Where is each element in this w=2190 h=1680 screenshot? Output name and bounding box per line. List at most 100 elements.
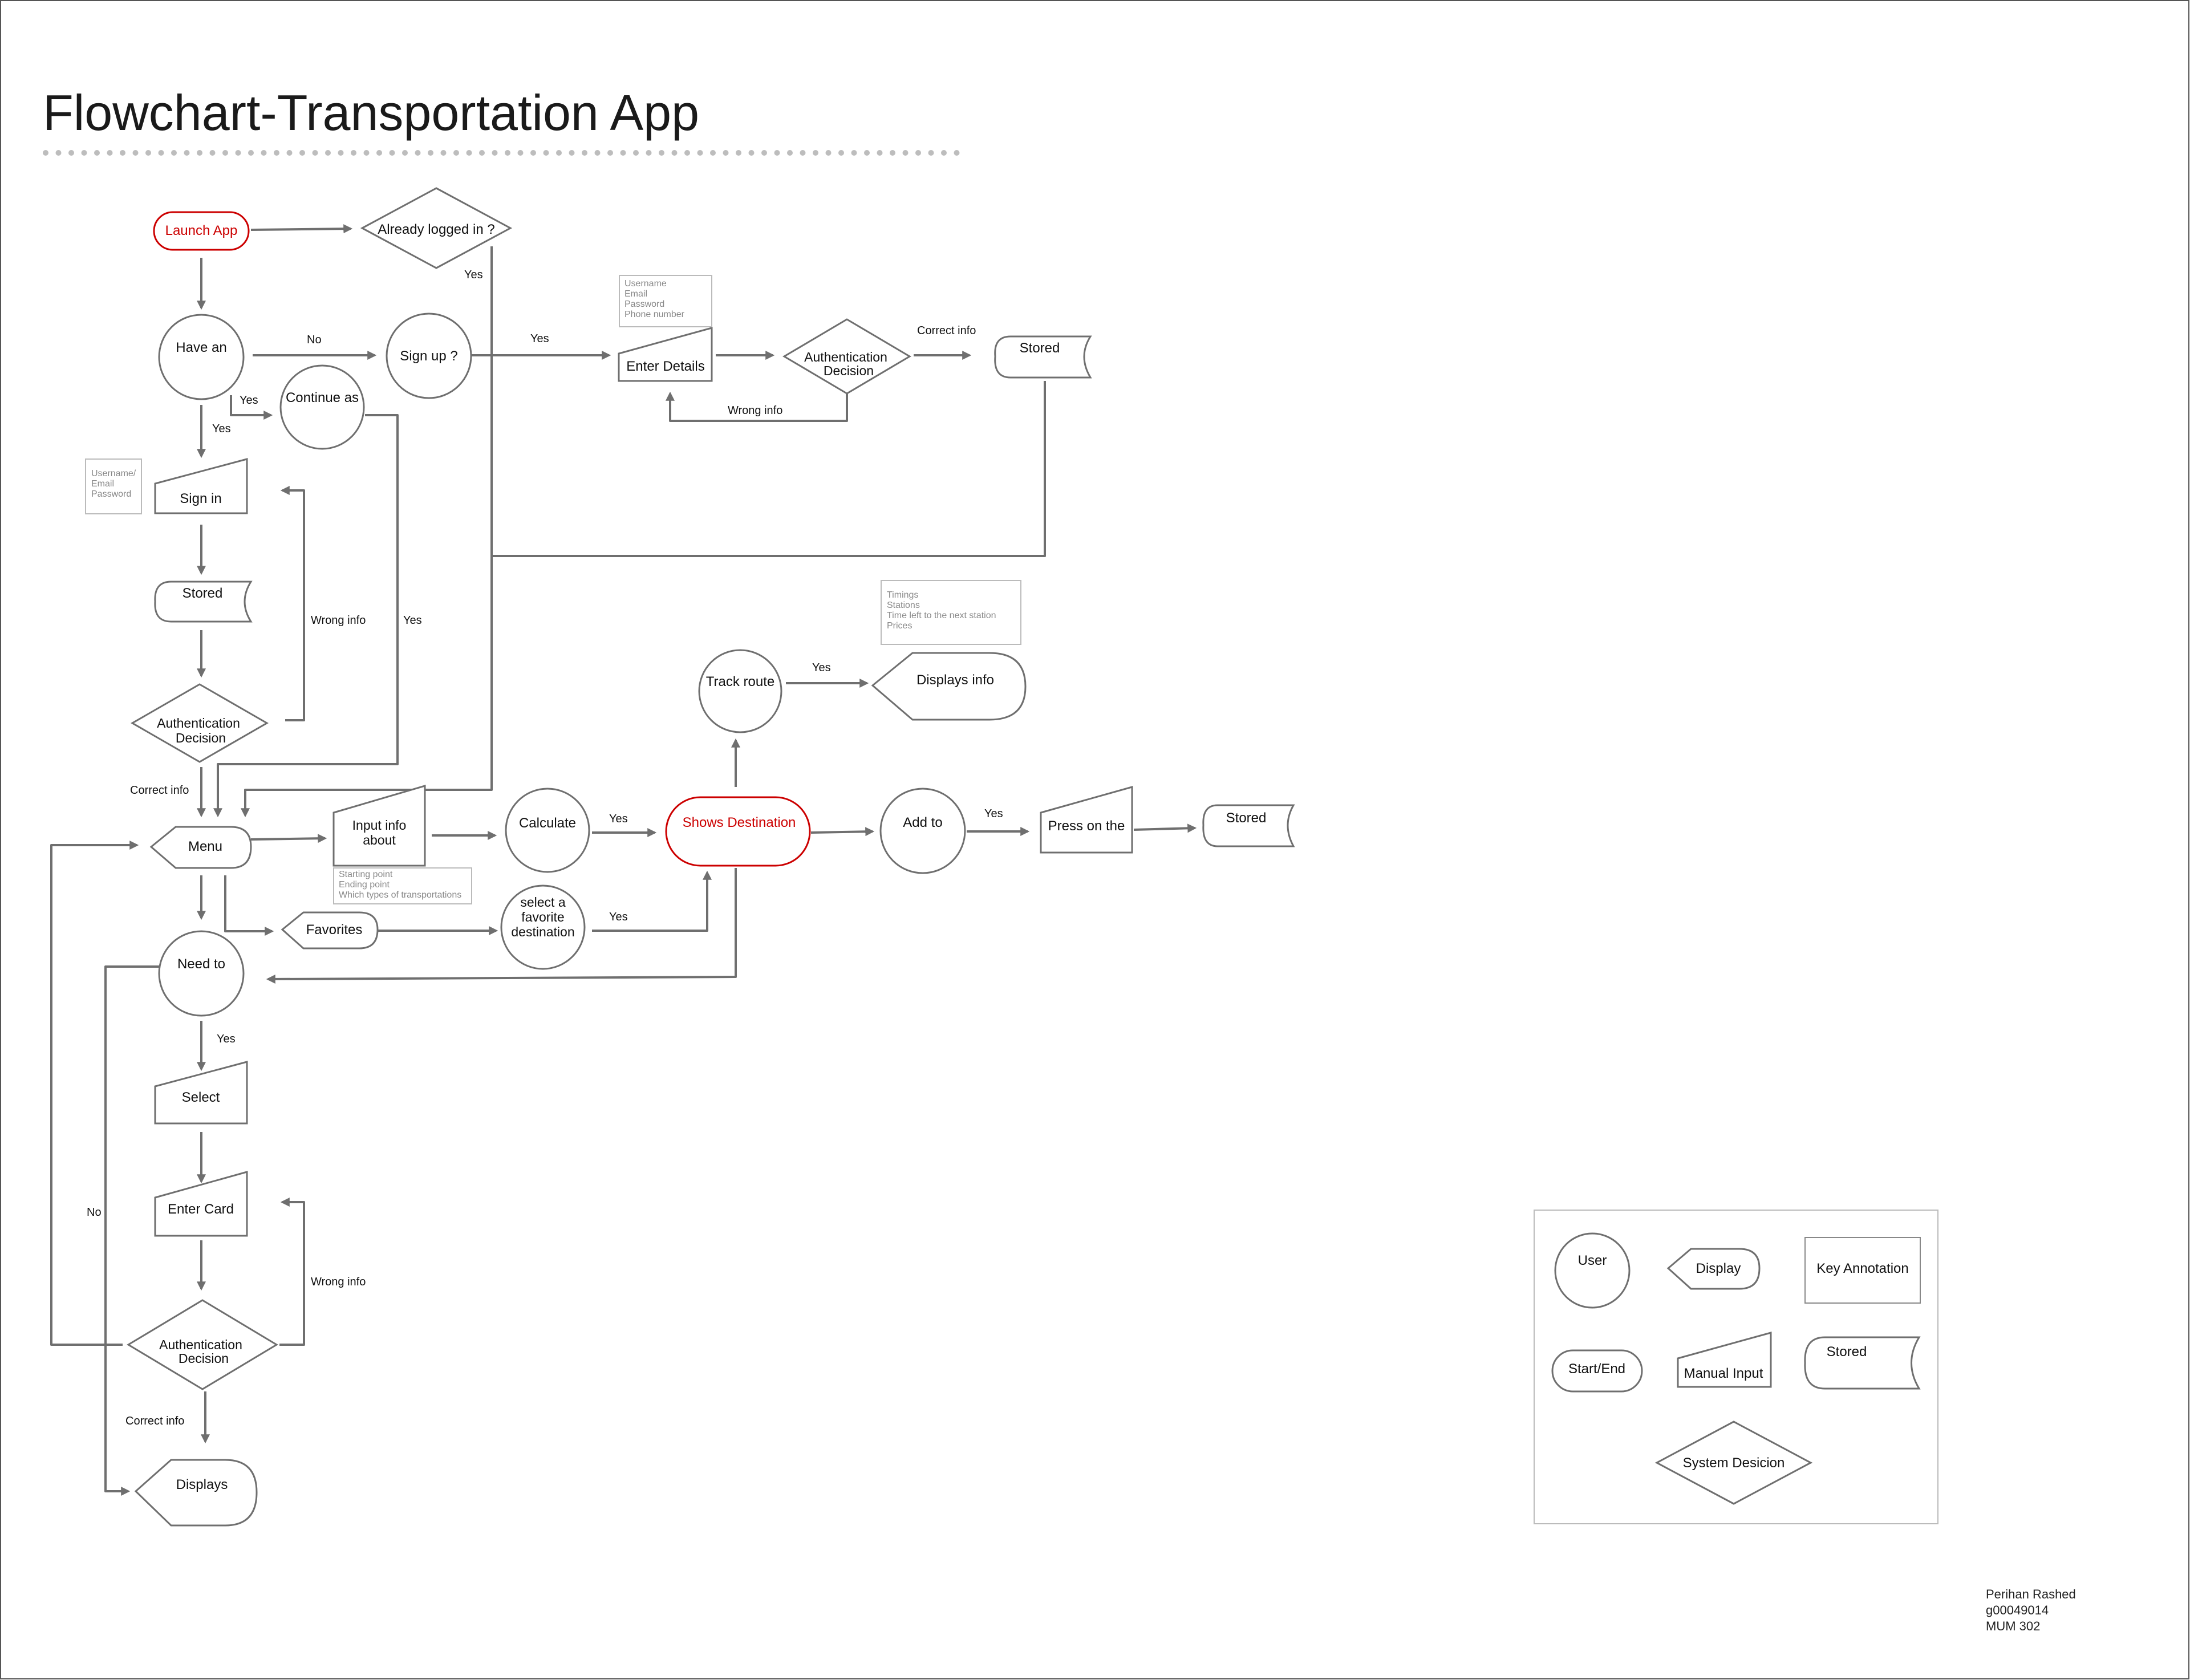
annotation-line: Starting point (339, 870, 393, 879)
node-enter-card[interactable]: Enter Card (154, 1171, 248, 1237)
node-displays-info[interactable]: Displays info (871, 652, 1027, 721)
node-continue-as[interactable]: Continue as (279, 364, 365, 450)
divider-dot (646, 150, 652, 156)
divider-dot (145, 150, 151, 156)
annotation-line: Prices (887, 621, 912, 631)
divider-dot (222, 150, 228, 156)
divider-dot (197, 150, 202, 156)
divider-dot (915, 150, 921, 156)
divider-dot (633, 150, 639, 156)
node-stored-3[interactable]: Stored (1202, 804, 1295, 847)
divider-dot (543, 150, 549, 156)
divider-dot (428, 150, 433, 156)
divider-dot (402, 150, 408, 156)
legend-start-end: Start/End (1551, 1349, 1643, 1393)
node-displays[interactable]: Displays (134, 1459, 258, 1527)
node-label: Authentication (159, 1337, 242, 1352)
annotation-line: Email (91, 479, 114, 489)
node-sign-up[interactable]: Sign up ? (386, 313, 472, 399)
divider-dot (851, 150, 857, 156)
edge-label: No (307, 334, 322, 346)
node-shows-destination[interactable]: Shows Destination (665, 796, 811, 867)
node-favorites[interactable]: Favorites (281, 911, 379, 949)
legend-label: System Desicion (1683, 1455, 1785, 1471)
node-calculate[interactable]: Calculate (505, 788, 590, 873)
edge-label: Wrong info (311, 614, 366, 627)
divider-dot (171, 150, 177, 156)
node-auth-2[interactable]: Authentication Decision (782, 318, 911, 395)
annotation-line: Email (624, 289, 647, 299)
legend: User Display Key Annotation Start/End Ma… (1534, 1210, 1938, 1524)
divider-dot (81, 150, 87, 156)
node-need-to[interactable]: Need to (158, 930, 245, 1017)
legend-key-annotation: Key Annotation (1804, 1237, 1921, 1304)
divider-dot (351, 150, 356, 156)
node-already-logged-in[interactable]: Already logged in ? (360, 187, 513, 269)
legend-label: Display (1696, 1261, 1741, 1276)
annotation-line: Username (624, 279, 667, 289)
node-label: destination (511, 924, 574, 939)
node-label: Press on the (1048, 818, 1125, 834)
author-id: g00049014 (1986, 1603, 2049, 1617)
author-block: Perihan Rashed g00049014 MUM 302 (1986, 1587, 2076, 1633)
edge-have-continue (230, 395, 273, 420)
node-input-info[interactable]: Input info about (332, 784, 426, 867)
node-label: Continue as (286, 390, 359, 405)
annotation-line: Password (624, 299, 664, 309)
node-menu[interactable]: Menu (149, 826, 252, 869)
edge-label: Yes (403, 614, 422, 627)
edge-label: Yes (812, 662, 831, 674)
edge-continue-menu (213, 414, 399, 818)
node-select[interactable]: Select (154, 1061, 248, 1125)
node-press-on-the[interactable]: Press on the (1040, 786, 1133, 854)
legend-system-decision: System Desicion (1654, 1421, 1813, 1505)
annotation-line: Phone number (624, 310, 685, 319)
node-sign-in[interactable]: Sign in (154, 458, 248, 514)
node-label: Authentication (804, 350, 887, 364)
node-track-route[interactable]: Track route (698, 649, 782, 733)
divider-dot (748, 150, 755, 156)
node-label: Calculate (519, 815, 576, 831)
node-label: Enter Card (168, 1202, 234, 1217)
node-add-to[interactable]: Add to (879, 788, 966, 874)
divider-dot (94, 150, 100, 156)
divider-dot (774, 150, 780, 156)
node-auth-3[interactable]: Authentication Decision (127, 1299, 278, 1390)
legend-stored: Stored (1804, 1336, 1921, 1390)
node-label: Shows Destination (683, 815, 796, 830)
annotation-signup-fields: Username Email Password Phone number (619, 275, 712, 327)
divider-dot (671, 150, 678, 156)
node-auth-1[interactable]: Authentication Decision (130, 683, 269, 763)
node-have-an[interactable]: Have an (158, 314, 245, 400)
edge-logged-menu (241, 246, 493, 818)
nodes: Launch App Already logged in ? Have an S… (127, 187, 1295, 1527)
divider-dot (338, 150, 344, 156)
node-launch-app[interactable]: Launch App (153, 211, 250, 251)
divider-dot (389, 150, 395, 156)
divider-dot (569, 150, 575, 156)
annotation-track-info: Timings Stations Time left to the next s… (881, 580, 1021, 645)
edge-auth1-signin-wrong (280, 486, 305, 721)
edge-label: Yes (217, 1033, 236, 1045)
divider-dot (877, 150, 883, 156)
divider-dot (68, 150, 74, 156)
annotation-line: Time left to the next station (887, 611, 996, 620)
node-select-favorite[interactable]: select a favorite destination (500, 884, 586, 970)
node-stored-2[interactable]: Stored (994, 335, 1092, 379)
divider-dot (620, 150, 626, 156)
node-stored-1[interactable]: Stored (154, 581, 253, 623)
divider-dot (787, 150, 793, 156)
divider-dot (710, 150, 716, 156)
divider-dot (325, 150, 331, 156)
author-name: Perihan Rashed (1986, 1587, 2076, 1601)
node-label: select a (520, 895, 565, 910)
divider-dot (902, 150, 909, 156)
edge-label: Yes (530, 332, 549, 345)
divider-dot (274, 150, 279, 156)
annotation-line: Ending point (339, 880, 390, 890)
node-label: Enter Details (626, 359, 704, 374)
node-enter-details[interactable]: Enter Details (618, 327, 713, 382)
edge-labels: Yes No Yes Correct info Wrong info Yes Y… (87, 269, 1003, 1427)
divider-dot (684, 150, 690, 156)
